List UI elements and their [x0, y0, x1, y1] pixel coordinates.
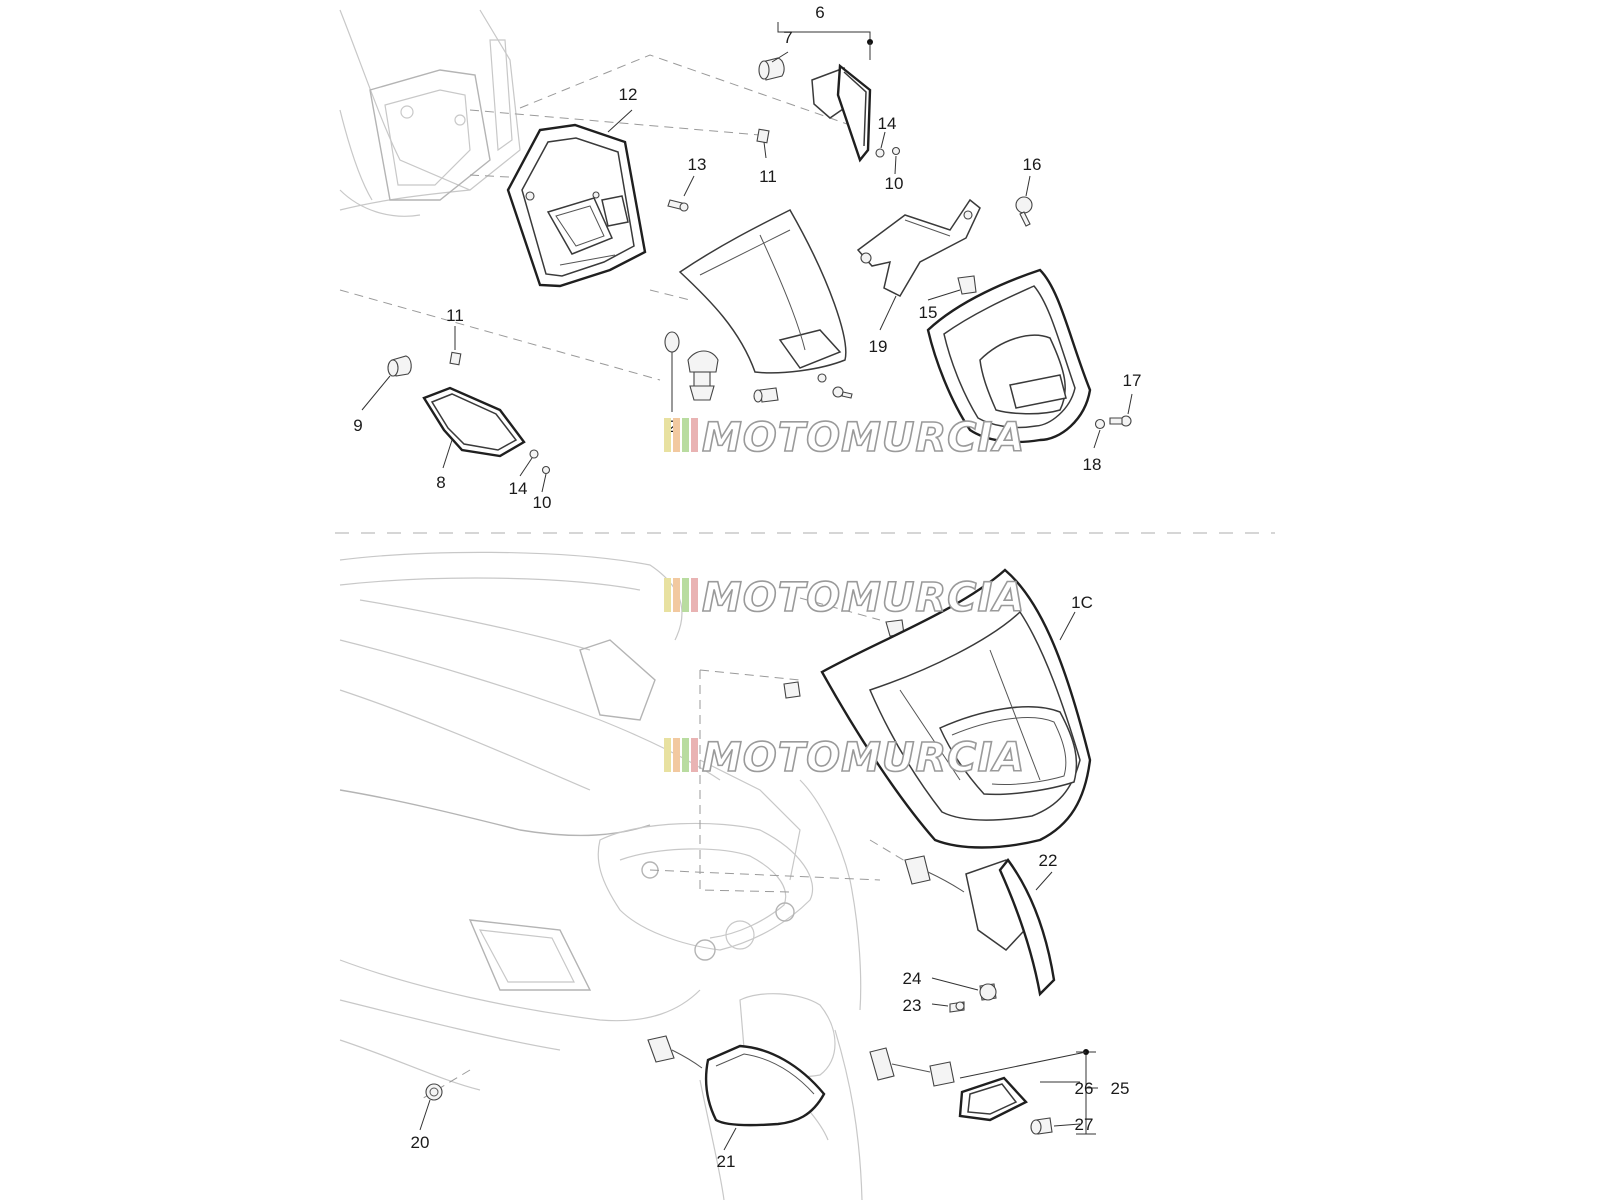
washer-18: [1094, 418, 1106, 430]
callout-25: 25: [1111, 1079, 1130, 1098]
callout-24: 24: [903, 969, 922, 988]
watermark-stripe: [673, 418, 680, 452]
callout-9: 9: [353, 416, 362, 435]
callout-17: 17: [1123, 371, 1142, 390]
clip-11-top: [756, 128, 770, 144]
reflector-21: [647, 1035, 826, 1127]
callout-14-top: 14: [878, 114, 897, 133]
watermark-stripe: [664, 738, 671, 772]
callout-27: 27: [1075, 1115, 1094, 1134]
watermark-1: MOTOMURCIA: [664, 414, 1025, 462]
watermark-text: MOTOMURCIA: [702, 735, 1025, 781]
callout-10-top: 10: [885, 174, 904, 193]
clip-bottom-middle: [783, 681, 801, 699]
clip-11-left: [449, 351, 462, 366]
ghost-scooter-bottom: [339, 551, 863, 1200]
callout-11-left: 11: [446, 306, 464, 325]
watermark-stripe: [664, 578, 671, 612]
callout-1C: 1C: [1071, 593, 1093, 612]
ghost-scooter-top: [339, 9, 521, 217]
washer-center: [817, 373, 827, 383]
screw-center: [832, 386, 853, 399]
watermark-2: MOTOMURCIA: [664, 574, 1025, 622]
watermark-stripe: [682, 738, 689, 772]
grommet-24: [979, 983, 997, 1001]
watermark-stripe: [673, 578, 680, 612]
callout-15: 15: [919, 303, 938, 322]
callout-16: 16: [1023, 155, 1042, 174]
callout-13: 13: [688, 155, 707, 174]
tail-light-housing-12: [506, 123, 647, 288]
watermark-text: MOTOMURCIA: [702, 415, 1025, 461]
callout-18: 18: [1083, 455, 1102, 474]
screw-23: [949, 1001, 965, 1013]
watermark-stripe: [682, 418, 689, 452]
washer-14-top: [875, 148, 885, 158]
screw-16: [1015, 196, 1033, 227]
watermark-3: MOTOMURCIA: [664, 734, 1025, 782]
tail-light-body-right: [926, 268, 1092, 444]
screw-17: [1109, 415, 1132, 427]
license-light-assembly-25: [869, 1047, 1053, 1135]
callout-labels: 6 7 12 13 11 14 10 16 15 19 11 9 8 14 10…: [353, 3, 1141, 1171]
watermark-stripe: [691, 578, 698, 612]
turn-signal-assembly-6: [758, 57, 872, 163]
watermark-text: MOTOMURCIA: [702, 575, 1025, 621]
screw-10-top: [891, 146, 901, 156]
callout-6: 6: [815, 3, 824, 22]
callout-19: 19: [869, 337, 888, 356]
watermark-stripe: [691, 418, 698, 452]
tail-light-1C: [820, 568, 1092, 849]
callout-7: 7: [783, 28, 792, 47]
washer-14-left: [529, 449, 539, 459]
watermark-stripe: [664, 418, 671, 452]
callout-21: 21: [717, 1152, 736, 1171]
callout-22: 22: [1039, 851, 1058, 870]
callout-20: 20: [411, 1133, 430, 1152]
lens-8: [422, 386, 526, 458]
screw-10-left: [541, 465, 551, 475]
side-marker-22: [904, 855, 1056, 997]
bulb-socket-2: [664, 331, 779, 403]
watermark-stripe: [673, 738, 680, 772]
callout-2: 2: [667, 417, 676, 436]
screw-13: [667, 199, 689, 212]
callout-8: 8: [436, 473, 445, 492]
callout-11-top: 11: [759, 167, 777, 186]
lens-cover-center: [678, 209, 847, 374]
callout-10-left: 10: [533, 493, 552, 512]
grommet-20: [425, 1083, 443, 1101]
watermark-stripe: [691, 738, 698, 772]
callout-14-left: 14: [509, 479, 528, 498]
callout-26: 26: [1075, 1079, 1094, 1098]
bulb-9: [387, 355, 412, 377]
clip-15: [957, 275, 977, 295]
bracket-19: [856, 198, 981, 297]
callout-23: 23: [903, 996, 922, 1015]
callout-12: 12: [619, 85, 638, 104]
leader-lines: [361, 22, 1133, 1151]
watermark-stripe: [682, 578, 689, 612]
